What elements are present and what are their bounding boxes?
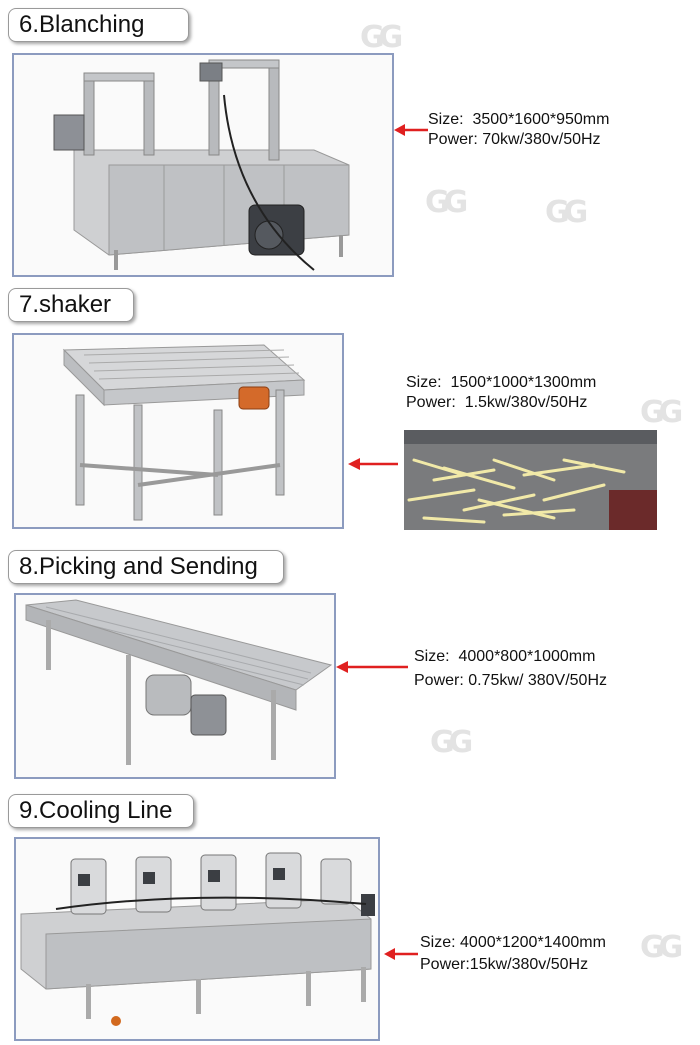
red-arrow-icon — [336, 659, 408, 675]
power-value: 1.5kw/380v/50Hz — [464, 394, 588, 411]
size-label: Size: — [428, 111, 464, 128]
section-title: 9.Cooling Line — [8, 794, 194, 828]
watermark-logo-icon: GG — [425, 185, 468, 220]
red-arrow-icon — [348, 456, 398, 472]
blanching-machine-illustration — [14, 55, 392, 275]
picking-conveyor-illustration — [16, 595, 334, 777]
fries-illustration — [404, 430, 657, 530]
picking-specs: Size: 4000*800*1000mm Power: 0.75kw/ 380… — [414, 647, 607, 691]
power-label: Power: — [428, 131, 478, 148]
power-label: Power: — [414, 672, 464, 689]
size-line: Size: 3500*1600*950mm — [428, 110, 609, 130]
size-value: 3500*1600*950mm — [472, 111, 610, 128]
section-title: 8.Picking and Sending — [8, 550, 284, 584]
cooling-specs: Size: 4000*1200*1400mm Power:15kw/380v/5… — [420, 933, 606, 975]
shaker-specs: Size: 1500*1000*1300mm Power: 1.5kw/380v… — [406, 373, 596, 413]
shaker-machine-photo — [12, 333, 344, 529]
size-label: Size: — [406, 374, 442, 391]
section-picking-and-sending: 8.Picking and Sending Size: 4000*800*100… — [0, 545, 700, 790]
size-line: Size: 4000*800*1000mm — [414, 647, 607, 667]
section-blanching: 6.Blanching — [0, 0, 700, 285]
blanching-specs: Size: 3500*1600*950mm Power: 70kw/380v/5… — [428, 110, 609, 150]
section-shaker: 7.shaker Size: 1500*1000*1300mm Power: 1… — [0, 285, 700, 545]
power-value: 15kw/380v/50Hz — [469, 956, 589, 973]
power-line: Power: 70kw/380v/50Hz — [428, 130, 609, 150]
watermark-logo-icon: GG — [640, 395, 683, 430]
watermark-logo-icon: GG — [430, 725, 473, 760]
watermark-logo-icon: GG — [545, 195, 588, 230]
blanching-machine-photo — [12, 53, 394, 277]
red-arrow-icon — [394, 122, 428, 138]
watermark-logo-icon: GG — [360, 20, 403, 55]
size-label: Size: — [420, 934, 456, 951]
size-line: Size: 4000*1200*1400mm — [420, 933, 606, 953]
picking-conveyor-photo — [14, 593, 336, 779]
size-value: 1500*1000*1300mm — [450, 374, 597, 391]
size-value: 4000*1200*1400mm — [460, 934, 606, 951]
power-line: Power: 1.5kw/380v/50Hz — [406, 393, 596, 413]
cooling-line-illustration — [16, 839, 378, 1039]
section-cooling-line: 9.Cooling Line — [0, 790, 700, 1045]
power-value: 70kw/380v/50Hz — [482, 131, 601, 148]
power-line: Power:15kw/380v/50Hz — [420, 955, 606, 975]
red-arrow-icon — [384, 946, 418, 962]
power-label: Power: — [406, 394, 456, 411]
size-label: Size: — [414, 648, 450, 665]
section-title: 7.shaker — [8, 288, 134, 322]
fries-on-shaker-photo — [404, 430, 657, 530]
size-value: 4000*800*1000mm — [458, 648, 596, 665]
watermark-logo-icon: GG — [640, 930, 683, 965]
section-title: 6.Blanching — [8, 8, 189, 42]
size-line: Size: 1500*1000*1300mm — [406, 373, 596, 393]
power-line: Power: 0.75kw/ 380V/50Hz — [414, 671, 607, 691]
power-label: Power: — [420, 956, 470, 973]
cooling-line-photo — [14, 837, 380, 1041]
shaker-machine-illustration — [14, 335, 342, 527]
power-value: 0.75kw/ 380V/50Hz — [468, 672, 607, 689]
